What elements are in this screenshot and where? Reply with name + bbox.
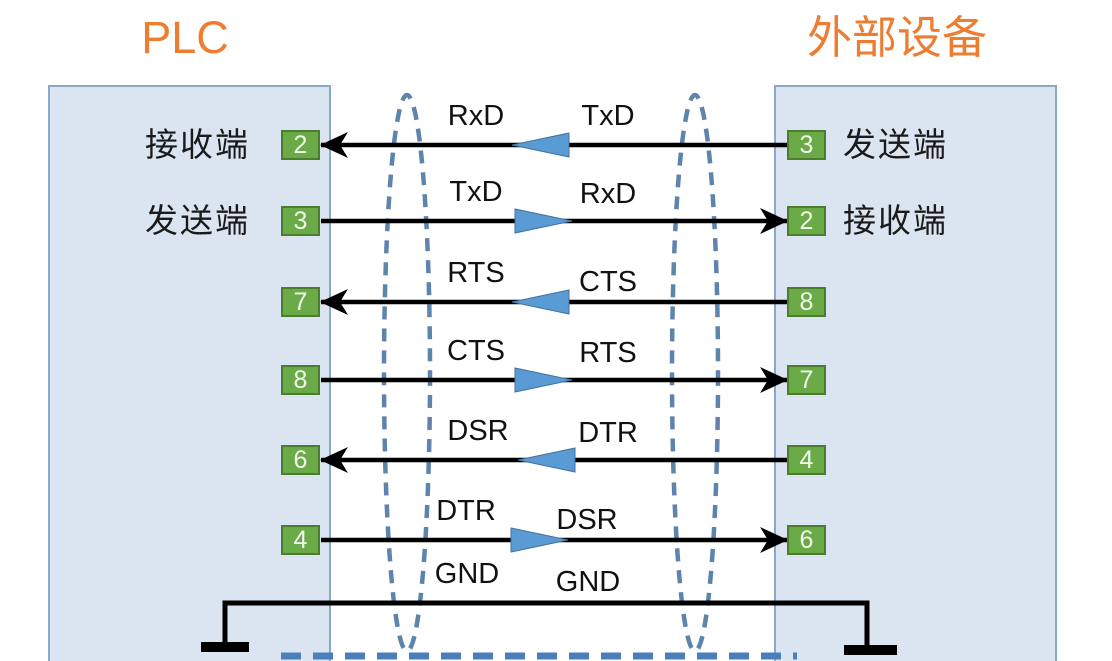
flow-arrow-left-icon [517, 447, 576, 473]
signal-label-device-side: CTS [579, 266, 637, 298]
device-pin-2: 2 [787, 206, 826, 236]
gnd-label-device-side: GND [555, 566, 621, 598]
signal-label-device-side: TxD [581, 100, 635, 132]
device-pin-8: 8 [787, 287, 826, 317]
plc-pin-function-label: 发送端 [145, 202, 250, 239]
signal-label-plc-side: DTR [436, 495, 496, 527]
signal-label-plc-side: DSR [447, 415, 509, 447]
flow-arrow-right-icon [514, 367, 573, 393]
plc-title: PLC [141, 12, 229, 63]
device-pin-4: 4 [787, 445, 826, 475]
flow-arrow-right-icon [514, 208, 573, 234]
gnd-label-plc-side: GND [434, 558, 500, 590]
external-device-title: 外部设备 [806, 12, 987, 63]
plc-pin-7: 7 [281, 287, 320, 317]
plc-pin-6: 6 [281, 445, 320, 475]
flow-arrow-left-icon [511, 132, 570, 158]
signal-label-plc-side: RxD [447, 100, 505, 132]
signal-label-plc-side: TxD [449, 176, 503, 208]
signal-label-device-side: RxD [579, 178, 637, 210]
signal-label-plc-side: CTS [447, 335, 505, 367]
signal-label-device-side: DSR [556, 504, 618, 536]
plc-pin-2: 2 [281, 130, 320, 160]
signal-label-device-side: RTS [579, 337, 637, 369]
cable-shield-ellipse-right [669, 92, 721, 654]
device-pin-function-label: 发送端 [843, 126, 948, 163]
device-pin-3: 3 [787, 130, 826, 160]
plc-pin-3: 3 [281, 206, 320, 236]
signal-label-plc-side: RTS [447, 257, 505, 289]
plc-pin-function-label: 接收端 [145, 126, 250, 163]
device-pin-7: 7 [787, 365, 826, 395]
plc-pin-4: 4 [281, 525, 320, 555]
signal-label-device-side: DTR [578, 417, 638, 449]
device-pin-function-label: 接收端 [843, 202, 948, 239]
device-pin-6: 6 [787, 525, 826, 555]
plc-pin-8: 8 [281, 365, 320, 395]
